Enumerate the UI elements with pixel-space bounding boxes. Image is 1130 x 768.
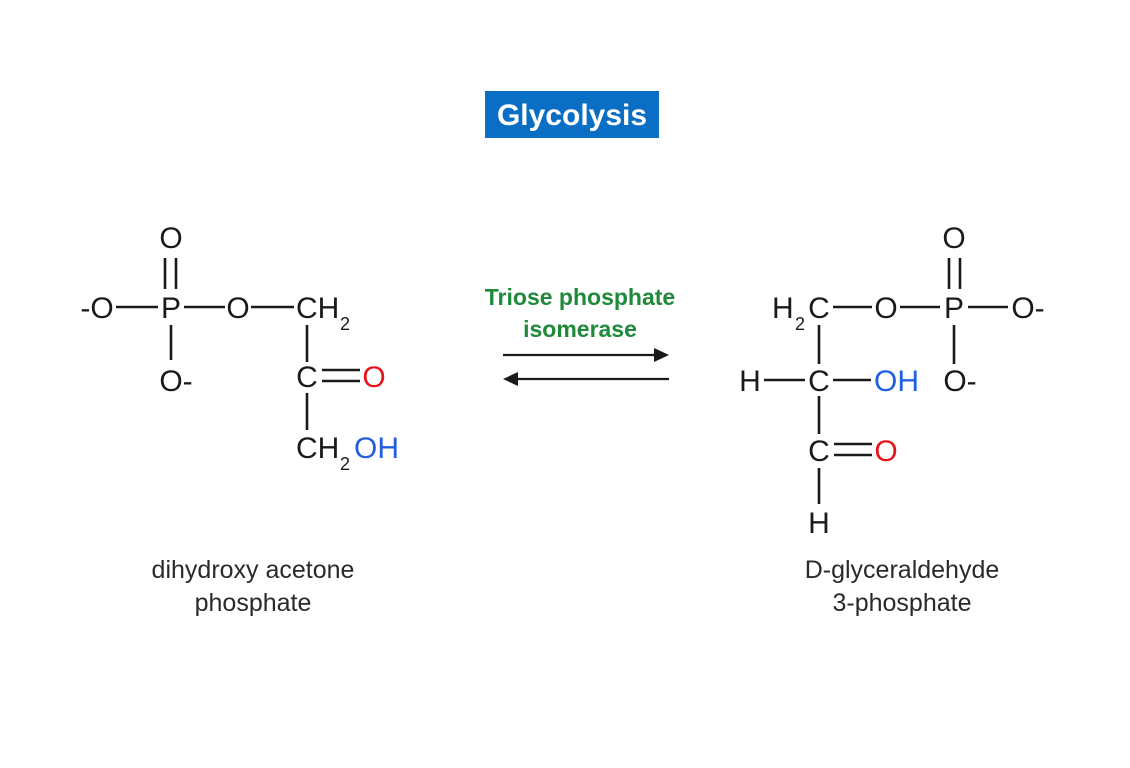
product-h2c-c: C: [808, 292, 830, 325]
reverse-arrow: [503, 372, 669, 386]
forward-arrow: [503, 348, 669, 362]
product-o-top: O: [942, 222, 965, 255]
reactant-o-neg-left: -O: [80, 292, 113, 325]
reactant-name-line1: dihydroxy acetone: [152, 556, 355, 584]
reactant-ch2-top-sub: 2: [340, 314, 350, 334]
title: Glycolysis: [497, 99, 647, 132]
enzyme-label-line2: isomerase: [523, 316, 637, 342]
product-h2c-h: H: [772, 292, 794, 325]
reactant-p: P: [161, 292, 181, 325]
product-c-middle: C: [808, 365, 830, 398]
title-badge: Glycolysis: [485, 91, 659, 138]
product-structure: H 2 C O P O O- O- H C OH C O H: [739, 222, 1045, 540]
product-o-aldehyde: O: [874, 435, 897, 468]
product-name-line1: D-glyceraldehyde: [805, 556, 1000, 584]
product-o-neg-bottom: O-: [943, 365, 976, 398]
product-h2c-sub: 2: [795, 314, 805, 334]
product-p: P: [944, 292, 964, 325]
product-name-line2: 3-phosphate: [832, 589, 971, 617]
reactant-ch2-bottom: CH: [296, 432, 339, 465]
product-c-aldehyde: C: [808, 435, 830, 468]
reactant-structure: O -O P O O- CH 2 C O CH 2 OH: [80, 222, 399, 474]
product-h-bottom: H: [808, 507, 830, 540]
reactant-oh: OH: [354, 432, 399, 465]
reactant-c-carbonyl: C: [296, 361, 318, 394]
product-o-bridge: O: [874, 292, 897, 325]
reactant-ch2-bottom-sub: 2: [340, 454, 350, 474]
reactant-o-bridge: O: [226, 292, 249, 325]
enzyme-label-line1: Triose phosphate: [485, 284, 675, 310]
product-h-left: H: [739, 365, 761, 398]
reactant-o-carbonyl: O: [362, 361, 385, 394]
product-oh: OH: [874, 365, 919, 398]
reactant-ch2-top: CH: [296, 292, 339, 325]
reactant-name-line2: phosphate: [195, 589, 312, 617]
reactant-o-top: O: [159, 222, 182, 255]
reactant-o-neg-bottom: O-: [159, 365, 192, 398]
title-background: [485, 91, 659, 138]
product-o-neg-right: O-: [1011, 292, 1044, 325]
